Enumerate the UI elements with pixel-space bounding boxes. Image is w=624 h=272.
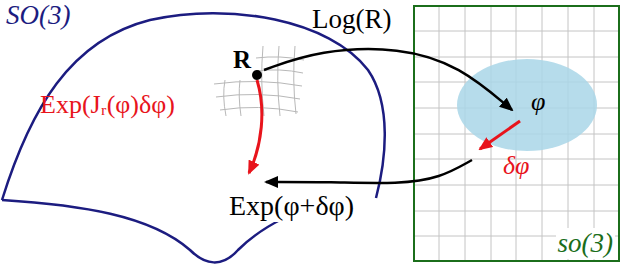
- retraction-label: Exp(Jᵣ(φ)δφ): [40, 90, 175, 120]
- manifold-edge: [2, 13, 385, 200]
- grid-line: [239, 80, 241, 116]
- grid-line: [414, 185, 619, 186]
- grid-line: [414, 31, 619, 32]
- grid-line: [216, 94, 300, 99]
- grid-line: [278, 46, 280, 116]
- lie-algebra-grid: [414, 6, 619, 261]
- increment-symbol: δφ: [503, 151, 529, 181]
- grid-line: [294, 46, 296, 114]
- manifold-outline: [0, 0, 392, 272]
- grid-line: [414, 211, 619, 212]
- map-label: Exp(φ+δφ): [226, 190, 357, 222]
- point-dot: [252, 70, 262, 80]
- grid-line: [414, 57, 619, 58]
- grid-line: [220, 107, 298, 112]
- map-arrow: [266, 160, 472, 183]
- ellipse-outline: [457, 59, 597, 151]
- point-name: R: [233, 46, 251, 75]
- grid-line: [224, 80, 226, 116]
- lie-algebra-square: so(3)φδφ: [413, 5, 620, 262]
- ellipse-fill: [457, 59, 597, 151]
- grid-line: [256, 70, 303, 73]
- tangent-grid: [214, 46, 304, 116]
- retraction-arrow: [249, 80, 262, 173]
- map-label: Log(R): [312, 4, 391, 35]
- algebra-name: so(3): [556, 228, 616, 259]
- manifold-name: SO(3): [6, 0, 70, 31]
- vector-symbol: φ: [531, 87, 545, 117]
- tangent-ellipse: φδφ: [457, 59, 597, 151]
- manifold-region: SO(3) R Exp(Jᵣ(φ)δφ): [0, 0, 392, 272]
